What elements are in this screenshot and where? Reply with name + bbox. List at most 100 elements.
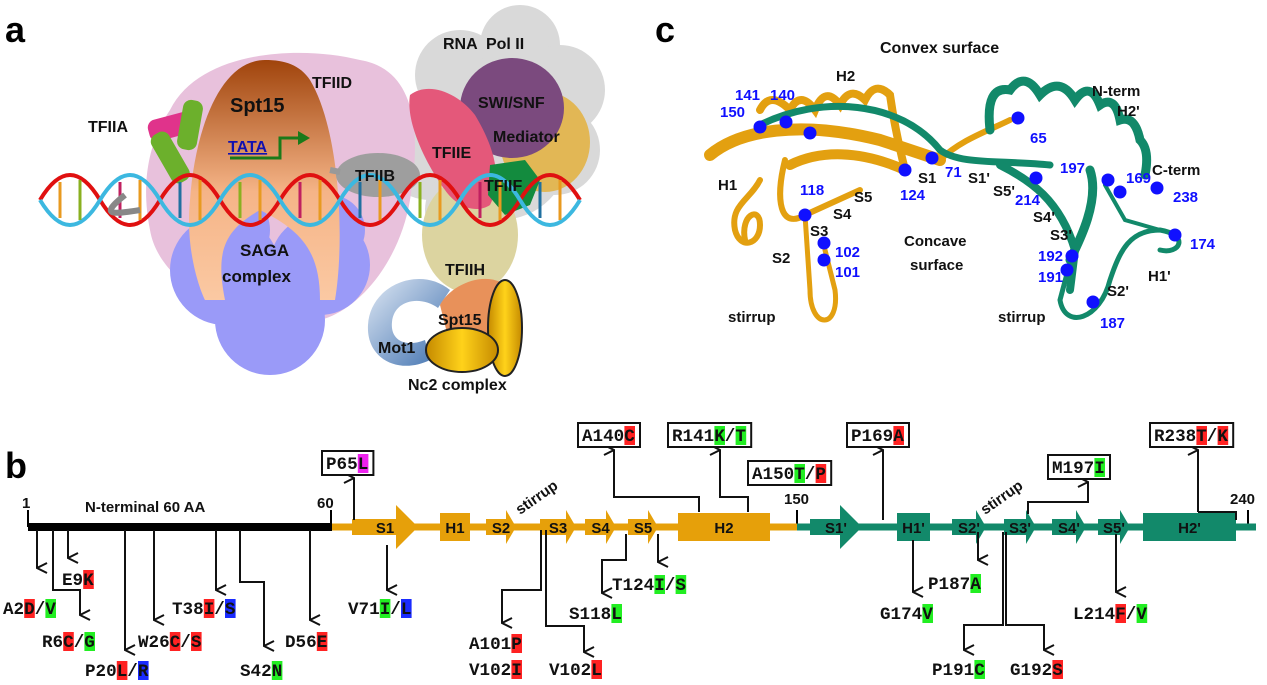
substitution-highlight <box>591 660 602 679</box>
position-150: 150 <box>784 491 809 508</box>
label-spt15: Spt15 <box>230 95 284 117</box>
residue-dot <box>1065 249 1079 263</box>
mutation-r141: R141K/T <box>667 422 753 448</box>
element-h1: H1 <box>440 513 470 541</box>
mutation-g174: G174V <box>880 604 933 625</box>
mutation-label: M197I <box>1052 459 1105 479</box>
mutation-label: P191C <box>932 661 985 681</box>
residue-dot <box>817 236 831 250</box>
mutation-label: P169A <box>851 427 904 447</box>
residue-number: 71 <box>945 164 962 181</box>
element-s1: S1 <box>352 505 418 549</box>
mutation-a140: A140C <box>577 422 641 448</box>
mutation-label: P65L <box>326 455 368 475</box>
residue-dot <box>1011 111 1025 125</box>
substitution-highlight <box>316 632 328 651</box>
residue-141: 141 <box>735 87 793 129</box>
mutation-d56: D56E <box>285 632 328 653</box>
label-stirrup-2: stirrup <box>998 309 1046 326</box>
swi-snf-shape <box>460 58 564 158</box>
residue-187: 187 <box>1086 295 1125 332</box>
mutation-v102: V102L <box>549 660 602 681</box>
label-tfiia: TFIIA <box>88 119 128 136</box>
stirrup-label-1: stirrup <box>513 477 562 518</box>
substitution-highlight <box>191 632 202 651</box>
mutation-s118: S118L <box>569 604 622 625</box>
mutation-label: D56E <box>285 633 327 653</box>
substitution-highlight <box>922 604 933 623</box>
mot1-shape <box>367 278 450 366</box>
residue-118: 118 <box>798 182 824 222</box>
substitution-highlight <box>357 454 369 473</box>
tfiih-shape <box>422 177 518 293</box>
residue-dot <box>753 120 767 134</box>
mutation-label: G174V <box>880 605 933 625</box>
mutation-w26: W26C/S <box>138 632 202 653</box>
substitution-highlight <box>624 426 635 445</box>
residue-dot <box>798 208 812 222</box>
mutation-t38: T38I/S <box>172 599 236 620</box>
substitution-highlight <box>45 599 56 618</box>
mutation-label: A2D/V <box>3 600 56 620</box>
label-s4-prime: S4' <box>1033 209 1055 226</box>
substitution-highlight <box>1052 660 1063 679</box>
label-tata: TATA <box>228 139 268 156</box>
mutation-label: R6C/G <box>42 633 95 653</box>
label-s1: S1 <box>918 170 936 187</box>
tfiie-shape <box>409 88 497 210</box>
element-label: S3' <box>1009 520 1031 537</box>
substitution-highlight <box>116 661 128 680</box>
mutation-a101: A101P <box>469 634 522 655</box>
substitution-highlight <box>203 599 215 618</box>
mutation-s42: S42N <box>240 661 283 682</box>
stirrup-label-2: stirrup <box>978 477 1027 518</box>
residue-number: 124 <box>900 187 926 204</box>
mutation-g192: G192S <box>1010 660 1063 681</box>
mutation-label: T38I/S <box>172 600 236 620</box>
residue-dot <box>1150 181 1164 195</box>
mutation-p20: P20L/R <box>85 661 149 682</box>
label-stirrup-1: stirrup <box>728 309 776 326</box>
mutation-r238: R238T/K <box>1149 422 1235 448</box>
residue-dot <box>1029 171 1043 185</box>
mutation-p169: P169A <box>846 422 910 448</box>
tfiia-shape <box>147 99 203 184</box>
residue-101: 101 <box>817 253 860 281</box>
substitution-highlight <box>169 632 181 651</box>
residue-dot <box>1113 185 1127 199</box>
element-label: S5' <box>1103 520 1125 537</box>
mutation-a2: A2D/V <box>3 599 56 620</box>
substitution-highlight <box>1136 604 1148 623</box>
substitution-highlight <box>1217 426 1229 445</box>
element-h1-prime: H1' <box>897 513 930 541</box>
residue-number: 141 <box>735 87 760 104</box>
mutation-t124: T124I/S <box>612 575 686 596</box>
label-concave-surface: surface <box>910 257 963 274</box>
label-s4: S4 <box>833 206 852 223</box>
label-s5: S5 <box>854 189 872 206</box>
residue-169: 169 <box>1113 170 1151 199</box>
substitution-highlight <box>611 604 622 623</box>
mutation-p187: P187A <box>928 574 981 595</box>
element-s2: S2 <box>486 510 516 544</box>
substitution-highlight <box>714 426 725 445</box>
substitution-highlight <box>1196 426 1207 445</box>
residue-number: 197 <box>1060 160 1085 177</box>
mutation-label: V71I/L <box>348 600 411 620</box>
mutation-label: E9K <box>62 571 94 591</box>
mutation-label: W26C/S <box>138 633 202 653</box>
residue-238: 238 <box>1150 181 1198 206</box>
label-s2-prime: S2' <box>1107 283 1129 300</box>
label-c-term: C-term <box>1152 162 1200 179</box>
element-s1-prime: S1' <box>810 505 862 549</box>
element-label: H1 <box>445 520 464 537</box>
mutation-label: G192S <box>1010 661 1063 681</box>
label-h1-prime: H1' <box>1148 268 1171 285</box>
substitution-highlight <box>24 599 35 618</box>
label-mediator: Mediator <box>493 129 560 146</box>
residue-number: 238 <box>1173 189 1198 206</box>
mutation-label: A101P <box>469 635 522 655</box>
element-s5: S5 <box>628 510 658 544</box>
